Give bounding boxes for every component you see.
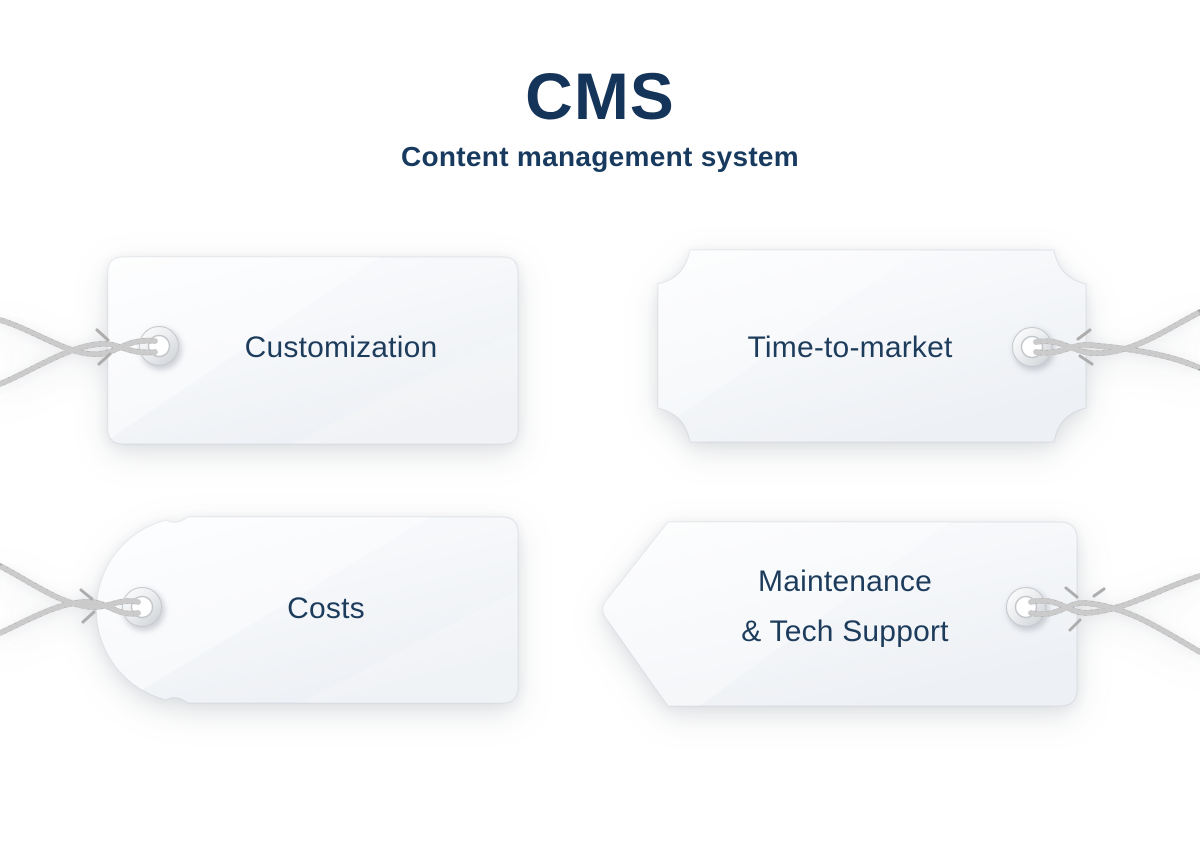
tag-customization: [0, 256, 519, 445]
tag-string: [1033, 309, 1200, 371]
tag-shape: [96, 516, 519, 704]
tag-shape: [657, 249, 1087, 443]
tag-label-costs: Costs: [287, 592, 365, 625]
sheen-highlight: [108, 257, 518, 444]
tag-shape: [602, 521, 1078, 707]
page-title: CMS: [525, 59, 675, 133]
tag-label-line-1: Maintenance: [758, 565, 932, 598]
tag-string: [0, 317, 158, 387]
tag-maintenance-tech-support: [602, 521, 1200, 707]
tag-label-time-to-market: Time-to-market: [747, 331, 953, 364]
tag-shape: [107, 256, 519, 445]
tag-string: [0, 563, 141, 636]
tag-time-to-market: [657, 249, 1200, 443]
sheen-highlight: [602, 522, 950, 706]
tag-string: [1028, 573, 1200, 655]
page-subtitle: Content management system: [400, 141, 800, 172]
sheen-highlight: [96, 517, 518, 703]
page-header: CMS Content management system: [0, 62, 1200, 172]
tag-label-line-2: & Tech Support: [741, 615, 949, 648]
tag-label-customization: Customization: [244, 331, 438, 364]
tag-costs: [0, 516, 519, 704]
tag-label-maintenance-tech-support: Maintenance & Tech Support: [741, 557, 948, 657]
sheen-highlight: [658, 250, 920, 430]
